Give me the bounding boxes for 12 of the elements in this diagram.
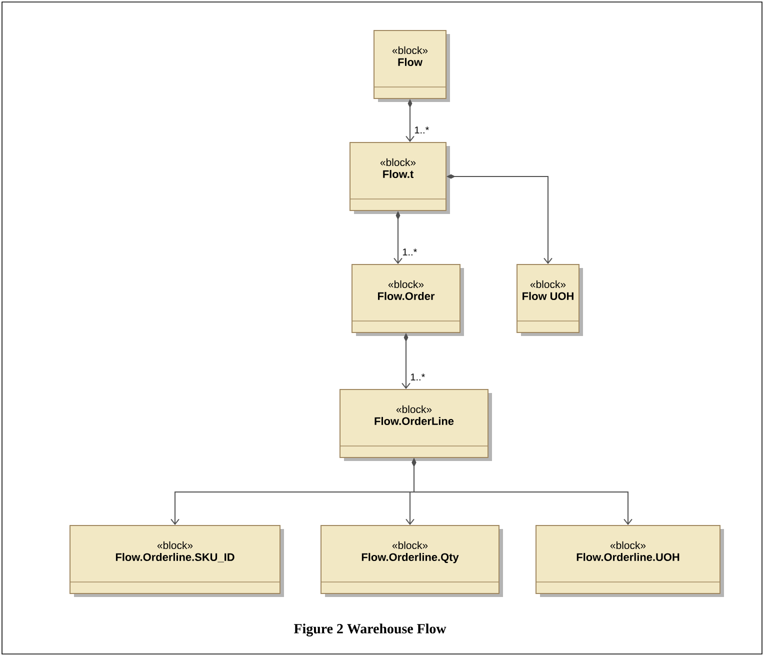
block-box: «block» Flow.Orderline.UOH — [535, 525, 724, 597]
figure-caption: Figure 2 Warehouse Flow — [294, 624, 446, 636]
block-box: «block» Flow.Orderline.SKU_ID — [69, 525, 284, 597]
block-box: «block» Flow — [373, 30, 450, 102]
block-box: «block» Flow.Orderline.Qty — [320, 525, 503, 597]
multiplicity-label: 1..* — [401, 248, 418, 256]
multiplicity-label: 1..* — [409, 372, 426, 382]
block-box: «block» Flow.Order — [351, 264, 464, 336]
block-box: «block» Flow.t — [349, 142, 450, 214]
block-box: «block» Flow UOH — [516, 264, 583, 336]
multiplicity-label: 1..* — [413, 126, 430, 134]
block-box: «block» Flow.OrderLine — [339, 389, 492, 461]
